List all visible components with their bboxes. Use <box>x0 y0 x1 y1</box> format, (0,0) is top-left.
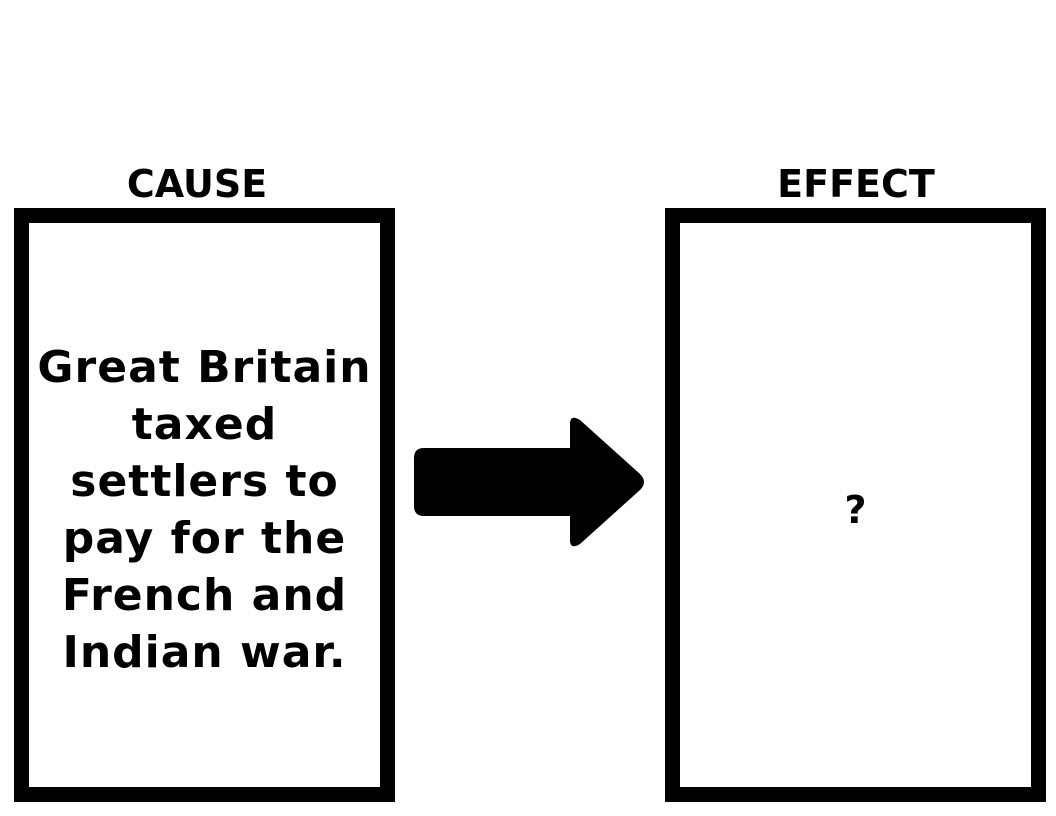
effect-text: ? <box>844 487 867 532</box>
effect-heading: EFFECT <box>777 162 935 206</box>
cause-heading: CAUSE <box>126 162 268 206</box>
cause-text: Great Britain taxed settlers to pay for … <box>37 342 372 678</box>
right-arrow-icon <box>414 417 644 547</box>
cause-box: Great Britain taxed settlers to pay for … <box>14 208 395 802</box>
effect-box: ? <box>665 208 1046 802</box>
